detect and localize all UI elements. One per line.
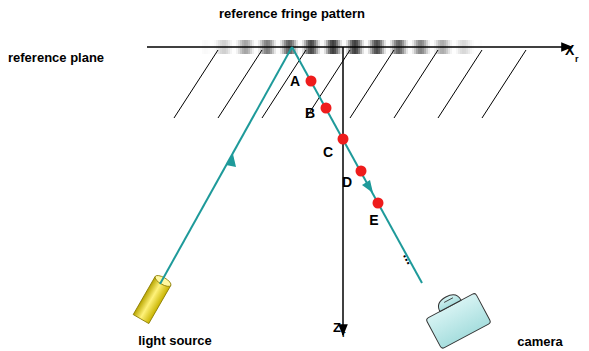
ray-arrow xyxy=(362,180,373,193)
axis-subscript: r xyxy=(342,330,346,339)
light-source xyxy=(133,273,172,323)
axis-name: Z xyxy=(333,321,341,334)
plane-label: reference plane xyxy=(8,51,104,64)
reflected-ray xyxy=(292,47,422,283)
x-axis xyxy=(147,46,572,48)
point-label: B xyxy=(305,106,315,120)
hatching xyxy=(174,50,526,118)
z-axis xyxy=(342,47,344,335)
point-label: C xyxy=(323,145,333,159)
point-label: A xyxy=(290,74,300,88)
device-label: light source xyxy=(138,334,212,347)
axis-name: X xyxy=(565,43,574,57)
ray-arrow xyxy=(226,154,236,167)
point-label: D xyxy=(342,175,352,189)
axis-subscript: r xyxy=(575,55,579,64)
plane-title: reference fringe pattern xyxy=(219,7,365,20)
incident-ray xyxy=(160,47,292,284)
point-label: E xyxy=(369,213,378,227)
device-label: camera xyxy=(517,335,563,348)
sample-points xyxy=(306,76,384,209)
ellipsis: ... xyxy=(401,250,419,267)
camera-icon xyxy=(421,284,491,349)
